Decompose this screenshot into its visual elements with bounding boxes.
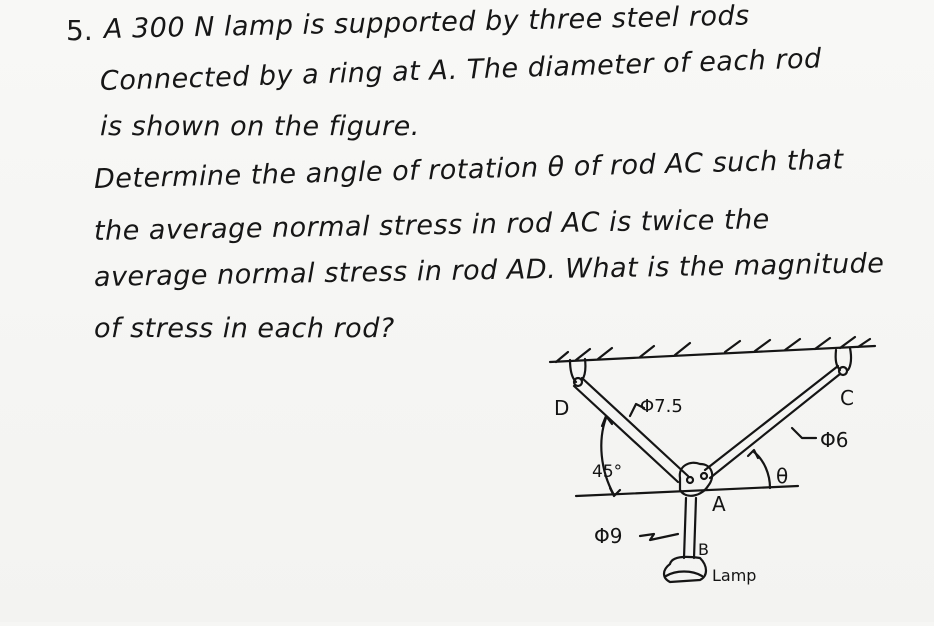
problem-line-6: average normal stress in rod AD. What is… (93, 248, 885, 293)
label-angle-theta: θ (776, 464, 789, 488)
angle-45-arrowhead-top (600, 414, 614, 428)
label-angle-45: 45° (592, 462, 623, 482)
problem-line-4: Determine the angle of rotation θ of rod… (93, 144, 845, 195)
lamp-rim (664, 570, 704, 578)
rod-ad-edge-1 (572, 384, 680, 484)
ring-pin-1 (685, 475, 695, 485)
rod-ad-edge-2 (580, 376, 690, 478)
label-d: D (554, 396, 570, 420)
ring-a (678, 461, 714, 497)
rod-ac-edge-2 (703, 364, 840, 472)
label-rod-ad-diameter: Φ7.5 (640, 396, 683, 417)
ceiling-hatching (554, 335, 872, 364)
ring-pin-2 (699, 471, 709, 481)
leader-rod-ab (638, 532, 680, 542)
lamp-body (662, 555, 708, 584)
angle-45-arrowhead-bottom (608, 486, 622, 498)
problem-line-3: is shown on the figure. (100, 111, 420, 142)
pin-c (837, 365, 849, 377)
label-c: C (840, 386, 854, 410)
ceiling-line (548, 344, 877, 364)
rod-ab (682, 496, 698, 560)
problem-line-5: the average normal stress in rod AC is t… (93, 204, 771, 247)
problem-line-2: Connected by a ring at A. The diameter o… (99, 43, 823, 97)
leader-rod-ac (790, 426, 818, 440)
leader-rod-ad (628, 402, 646, 418)
label-rod-ac-diameter: Φ6 (820, 428, 849, 452)
problem-line-7: of stress in each rod? (94, 313, 395, 344)
angle-45-arc (600, 416, 616, 497)
label-b: B (698, 540, 709, 559)
rod-diagram-drawing (548, 335, 877, 584)
label-lamp: Lamp (712, 566, 757, 585)
angle-theta-arc (752, 450, 772, 490)
angle-theta-arrowhead (746, 448, 760, 460)
problem-number: 5. (66, 14, 93, 47)
rod-ac-edge-1 (708, 372, 842, 480)
label-rod-ab-diameter: Φ9 (594, 524, 623, 548)
pin-d (572, 376, 584, 388)
rod-diagram: D C A B Φ7.5 Φ6 Φ9 45° θ Lamp (540, 330, 934, 622)
problem-line-1: A 300 N lamp is supported by three steel… (103, 0, 750, 45)
label-a: A (712, 492, 726, 516)
